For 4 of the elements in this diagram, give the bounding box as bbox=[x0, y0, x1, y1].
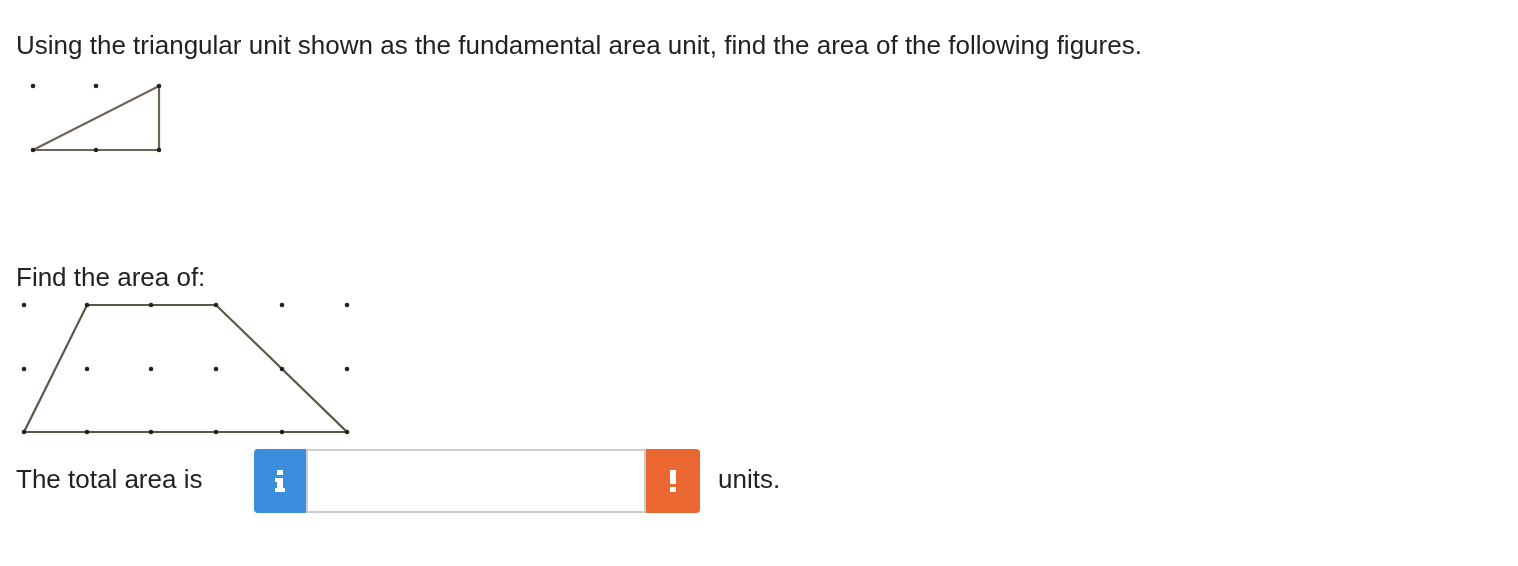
prompt-text: Find the area of: bbox=[16, 262, 206, 292]
unit-text: units. bbox=[718, 464, 781, 494]
answer-prompt: The total area is bbox=[16, 464, 203, 494]
question-text: Using the triangular unit shown as the fundamental area unit, find the area of the following figures. bbox=[16, 30, 1142, 60]
